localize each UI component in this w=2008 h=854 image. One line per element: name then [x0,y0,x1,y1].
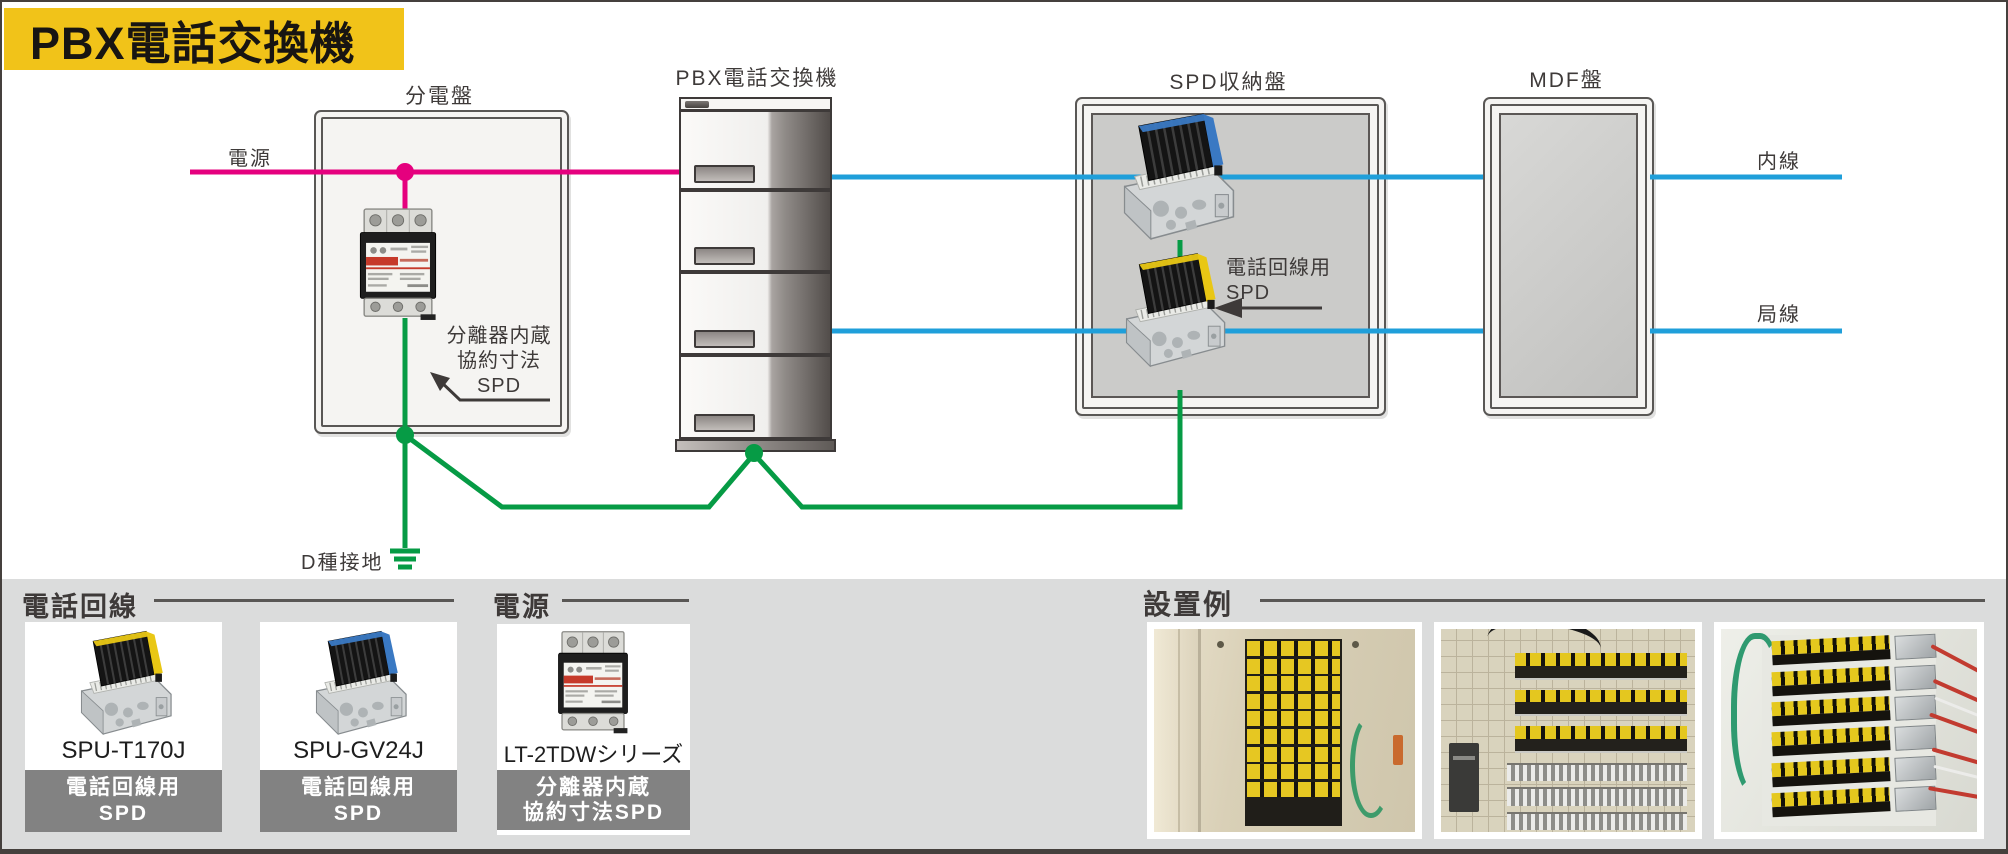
telephone-heading: 電話回線 [22,592,138,622]
cabinet-module [679,355,832,439]
cabinet-interior-photo [1154,629,1415,832]
spd-cabinet-label: SPD収納盤 [1169,71,1288,94]
product-image [73,628,173,744]
example-photo-2 [1434,622,1702,839]
product-model: LT-2TDWシリーズ [503,742,684,767]
distribution-board-inner-frame [321,117,562,427]
wall-mounted-spd-photo [1441,629,1695,832]
product-model: SPU-GV24J [293,737,424,764]
power-heading: 電源 [493,592,551,622]
product-image [548,630,638,735]
cabinet-module [679,272,832,355]
separator-spd-note: 分離器内蔵 協約寸法 SPD [446,325,552,397]
cabinet-base [675,439,836,452]
cabinet-module [679,110,832,190]
cabinet-top-strip [679,97,832,111]
power-label: 電源 [228,148,272,170]
cabinet-slot [694,330,755,348]
cabinet-slot [694,165,755,183]
mdf-inner-frame [1490,104,1647,409]
mdf-label: MDF盤 [1529,69,1604,92]
product-tag: 電話回線用 SPD [25,770,222,832]
product-tag: 分離器内蔵 協約寸法SPD [497,770,690,830]
extension-label: 内線 [1757,151,1801,173]
product-image [308,628,408,744]
spd-device-yellow-image [1117,250,1227,377]
cabinet-slot [694,247,755,265]
product-card: SPU-GV24J 電話回線用 SPD [260,622,457,832]
ground-label: D種接地 [301,552,384,574]
product-tag: 電話回線用 SPD [260,770,457,832]
cabinet-slot [694,414,755,432]
example-photo-3 [1714,622,1984,839]
spd-device-blue-image [1114,110,1236,251]
cabinet-module [679,190,832,272]
examples-heading-rule [1260,599,1985,602]
telephone-spd-note: 電話回線用 SPD [1226,257,1331,304]
trunk-label: 局線 [1757,304,1801,326]
pbx-label: PBX電話交換機 [675,67,839,90]
telephone-heading-rule [154,599,454,602]
product-card: SPU-T170J 電話回線用 SPD [25,622,222,832]
separator-spd-device-image [351,207,445,322]
mdf-panel [1499,113,1638,398]
distribution-board-label: 分電盤 [405,85,474,108]
spd-cabinet-inner-frame [1082,104,1379,409]
product-card: LT-2TDWシリーズ 分離器内蔵 協約寸法SPD [497,624,690,835]
page-title: PBX電話交換機 [30,17,356,69]
cabinet-power-button [685,101,709,108]
title-banner: PBX電話交換機 [4,8,404,70]
pbx-cabinet [675,97,836,452]
product-model: SPU-T170J [61,737,186,764]
power-heading-rule [562,599,689,602]
examples-heading: 設置例 [1143,589,1234,620]
example-photo-1 [1147,622,1422,839]
rack-mounted-spd-photo [1721,629,1977,832]
